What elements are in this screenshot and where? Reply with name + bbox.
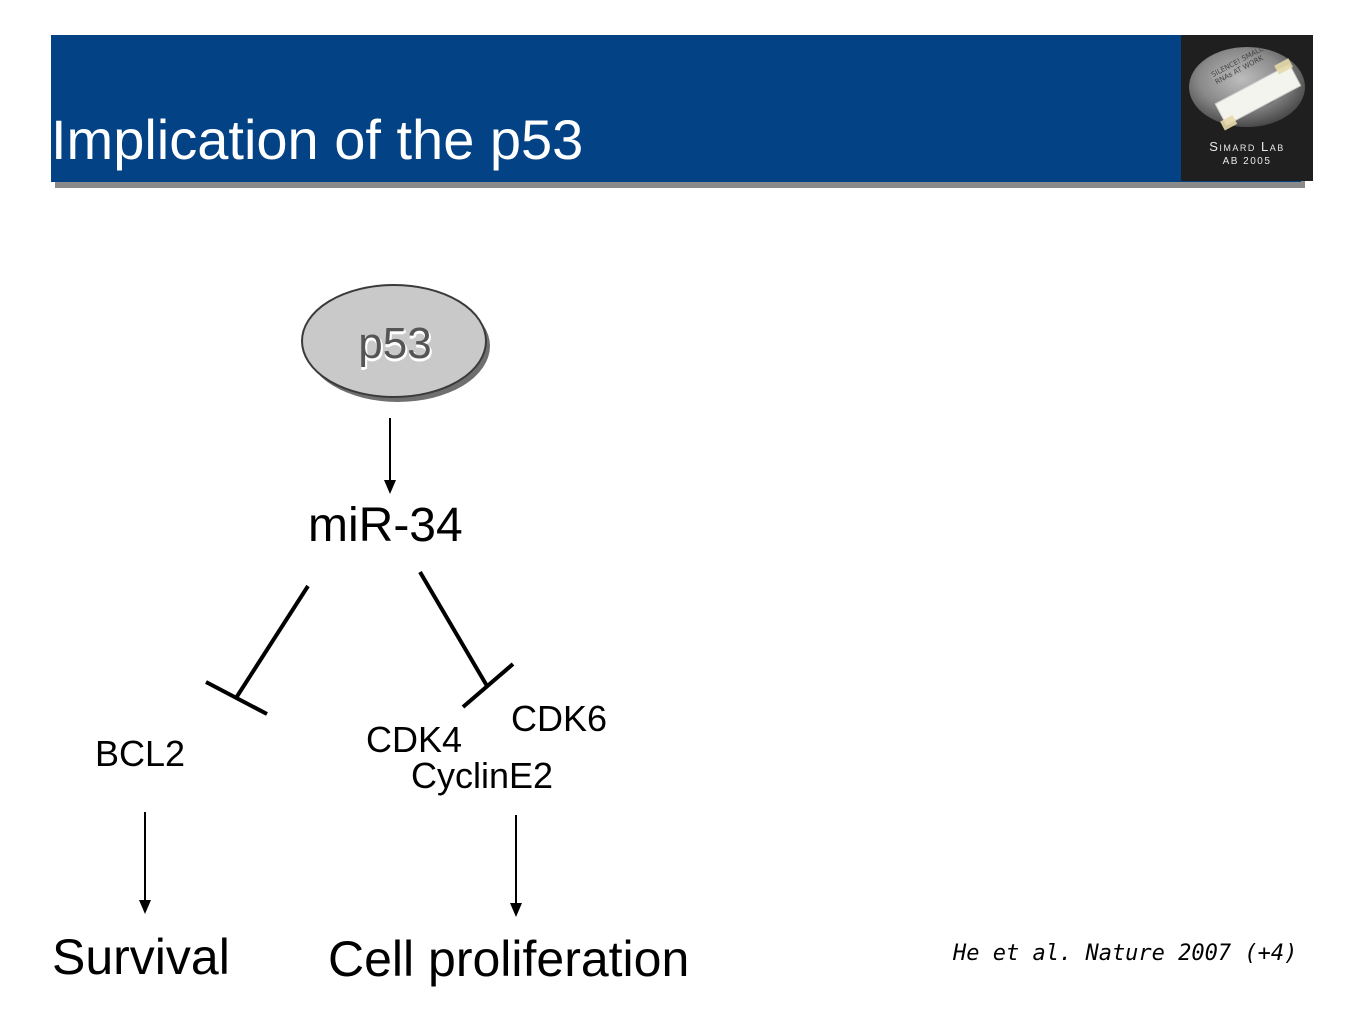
bcl2-label: BCL2 — [95, 733, 186, 774]
logo-image — [1181, 35, 1313, 181]
cycline2-label: CyclinE2 — [411, 755, 554, 796]
cell-proliferation-label: Cell proliferation — [328, 931, 690, 987]
cdk4-label: CDK4 — [366, 719, 463, 760]
slide-title: Implication of the p53 — [51, 108, 584, 171]
mir34-label: miR-34 — [308, 499, 463, 552]
p53-label: p53 p53 — [358, 319, 432, 371]
arrowhead-p53-to-mir34 — [384, 480, 396, 494]
citation: He et al. Nature 2007 (+4) — [953, 941, 1298, 966]
inhibit-mir34-to-bcl2 — [234, 584, 310, 700]
arrowhead-cdk-to-proliferation — [510, 903, 522, 917]
header-bar — [51, 35, 1301, 182]
simard-lab-logo: Simard Lab AB 2005 — [1181, 35, 1313, 181]
cdk6-label: CDK6 — [511, 698, 608, 739]
arrowhead-bcl2-to-survival — [139, 900, 151, 914]
logo-lab-name: Simard Lab — [1209, 139, 1285, 154]
inhibit-mir34-to-cdk — [418, 570, 489, 688]
sticky-note — [1214, 58, 1302, 131]
survival-label: Survival — [52, 929, 230, 985]
inhibit-bar-cdk — [461, 662, 515, 709]
inhibit-bar-bcl2 — [205, 680, 268, 716]
logo-year: AB 2005 — [1222, 156, 1272, 167]
p53-node — [301, 284, 487, 398]
